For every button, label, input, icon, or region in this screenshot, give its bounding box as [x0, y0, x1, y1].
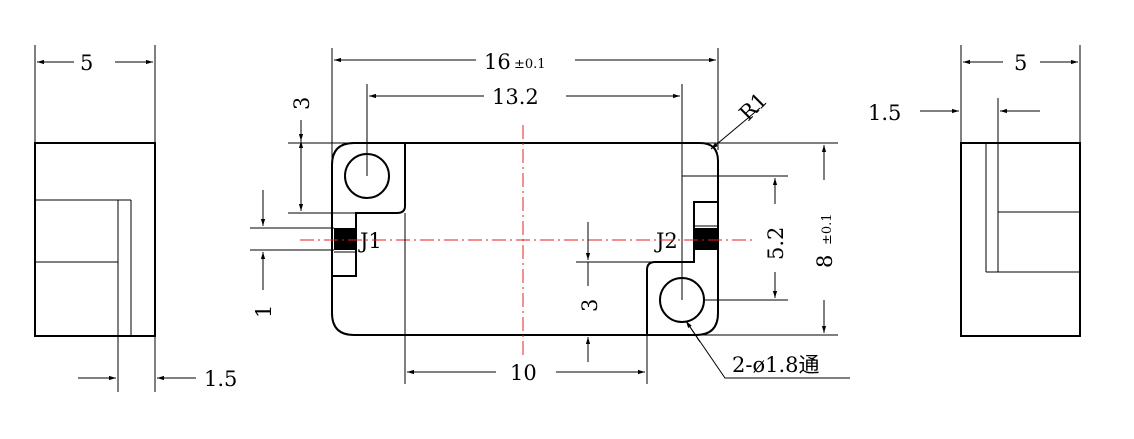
dim-height-tol: ±0.1 — [820, 213, 835, 245]
dim-total-length: 16 — [484, 50, 511, 74]
dim-bottom-inner: 10 — [510, 361, 537, 385]
right-side-view: 5 1.5 — [868, 45, 1081, 337]
right-view-outline — [960, 142, 1081, 337]
dim-right-step: 1.5 — [868, 101, 901, 125]
label-j1: J1 — [358, 229, 382, 253]
dim-hole-note: 2-ø1.8通 — [732, 353, 820, 377]
label-j2: J2 — [654, 229, 678, 253]
dim-top-offset: 3 — [290, 97, 314, 110]
dim-bottom-step: 3 — [578, 299, 602, 312]
dim-pad-width: 1 — [252, 305, 276, 318]
pad-j2 — [695, 228, 717, 250]
left-view-outline — [34, 142, 156, 337]
dim-vertical-center: 5.2 — [764, 227, 788, 260]
dim-left-bottom: 1.5 — [204, 367, 237, 391]
dim-radius: R1 — [735, 88, 773, 126]
front-view: J1 J2 16 ±0.1 13.2 3 R1 1 — [250, 48, 850, 385]
left-side-view: 5 1.5 — [34, 45, 237, 392]
dim-total-length-tol: ±0.1 — [514, 57, 546, 72]
dim-left-width: 5 — [80, 51, 93, 75]
radius-leader — [710, 107, 761, 150]
dim-right-width: 5 — [1014, 51, 1027, 75]
dim-hole-pitch: 13.2 — [492, 85, 539, 109]
dim-height: 8 — [813, 255, 837, 268]
pad-j1 — [334, 228, 356, 250]
